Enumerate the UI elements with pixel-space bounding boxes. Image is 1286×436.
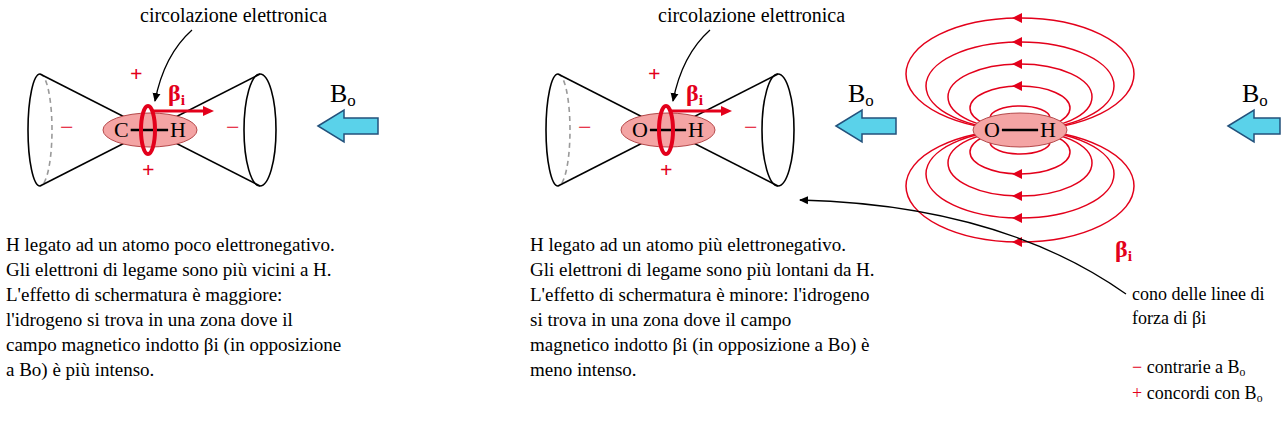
subscript: i bbox=[1128, 247, 1132, 264]
field-arrow bbox=[1012, 191, 1022, 201]
subscript: o bbox=[1259, 91, 1267, 110]
atom-symbol: H bbox=[688, 119, 704, 141]
sign-symbol: − bbox=[1132, 357, 1142, 377]
description-text: H legato ad un atomo più elettronegativo… bbox=[530, 232, 875, 257]
description-text: H legato ad un atomo poco elettronegativ… bbox=[6, 232, 346, 257]
subscript: i bbox=[181, 91, 185, 108]
double-cone bbox=[546, 74, 794, 186]
callout-label: cono delle linee di forza di βi bbox=[1132, 282, 1266, 330]
charge-sign: − bbox=[226, 114, 240, 140]
cloud-ellipse bbox=[103, 113, 197, 147]
charge-sign: + bbox=[648, 62, 661, 86]
external-field-symbol: Bo bbox=[848, 80, 874, 109]
subscript: o bbox=[347, 91, 355, 110]
induced-field-arrow-head bbox=[203, 106, 214, 116]
bond-line bbox=[1002, 129, 1038, 132]
subscript: o bbox=[865, 91, 873, 110]
cone-base bbox=[546, 74, 558, 186]
induced-field-arrow bbox=[670, 110, 722, 113]
field-arrow bbox=[1012, 37, 1022, 47]
atom-symbol: H bbox=[1040, 119, 1056, 141]
cone-base bbox=[28, 74, 40, 186]
external-field-arrow bbox=[318, 110, 378, 142]
induced-field-arrow bbox=[152, 110, 204, 113]
description-block: H legato ad un atomo più elettronegativo… bbox=[530, 232, 875, 382]
cone-base bbox=[762, 74, 794, 186]
key-text: + concordi con Bo bbox=[1132, 384, 1262, 404]
subscript: o bbox=[1257, 392, 1263, 405]
bond-line bbox=[650, 129, 686, 132]
callout-label: circolazione elettronica bbox=[658, 4, 845, 26]
cone-line bbox=[40, 74, 260, 186]
description-text: Gli elettroni di legame sono più lontani… bbox=[530, 257, 875, 282]
cone-base bbox=[244, 74, 276, 186]
cone-line bbox=[558, 74, 778, 186]
external-field-symbol: Bo bbox=[330, 80, 356, 109]
cone-line bbox=[40, 74, 260, 186]
atom-symbol: H bbox=[170, 119, 186, 141]
cloud-ellipse bbox=[973, 113, 1067, 147]
field-arrow bbox=[1012, 213, 1022, 223]
external-field-symbol: Bo bbox=[1242, 80, 1268, 109]
bond-electron-cloud: OH bbox=[972, 112, 1068, 148]
cloud-ellipse bbox=[621, 113, 715, 147]
sign-symbol: + bbox=[1132, 383, 1142, 403]
external-field-arrow bbox=[1228, 110, 1280, 142]
atom-symbol: O bbox=[632, 119, 648, 141]
induced-field-symbol: βi bbox=[686, 80, 703, 106]
external-field-arrow bbox=[836, 110, 896, 142]
double-cone bbox=[28, 74, 276, 186]
induced-field-symbol: βi bbox=[1115, 236, 1132, 262]
atom-symbol: O bbox=[984, 119, 1000, 141]
field-arrow bbox=[1012, 169, 1022, 179]
atom-symbol: C bbox=[114, 119, 129, 141]
cone-base-hidden bbox=[40, 74, 52, 186]
bond-line bbox=[131, 129, 168, 132]
description-text: L'effetto di schermatura è minore: l'idr… bbox=[530, 282, 870, 382]
charge-sign: + bbox=[660, 158, 673, 182]
subscript: o bbox=[1240, 366, 1246, 379]
callout-label: circolazione elettronica bbox=[140, 4, 327, 26]
cone-line bbox=[558, 74, 778, 186]
description-block: H legato ad un atomo poco elettronegativ… bbox=[6, 232, 346, 382]
subscript: i bbox=[699, 91, 703, 108]
charge-sign: − bbox=[578, 114, 592, 140]
induced-field-arrow-head bbox=[721, 106, 732, 116]
cone-base-hidden bbox=[558, 74, 570, 186]
induced-field-lines bbox=[906, 18, 1134, 242]
charge-sign: − bbox=[744, 114, 758, 140]
field-arrow bbox=[1012, 81, 1022, 91]
charge-sign: + bbox=[142, 158, 155, 182]
bond-electron-cloud: CH bbox=[102, 112, 198, 148]
field-arrow bbox=[1012, 59, 1022, 69]
key-text: − contrarie a Bo bbox=[1132, 358, 1245, 378]
electron-circulation bbox=[141, 106, 155, 154]
electron-circulation bbox=[659, 106, 673, 154]
charge-sign: − bbox=[60, 114, 74, 140]
description-text: Gli elettroni di legame sono più vicini … bbox=[6, 257, 346, 282]
charge-sign: + bbox=[130, 62, 143, 86]
field-arrow bbox=[1012, 13, 1022, 23]
bond-electron-cloud: OH bbox=[620, 112, 716, 148]
description-text: L'effetto di schermatura è maggiore: l'i… bbox=[6, 282, 346, 382]
induced-field-symbol: βi bbox=[168, 80, 185, 106]
